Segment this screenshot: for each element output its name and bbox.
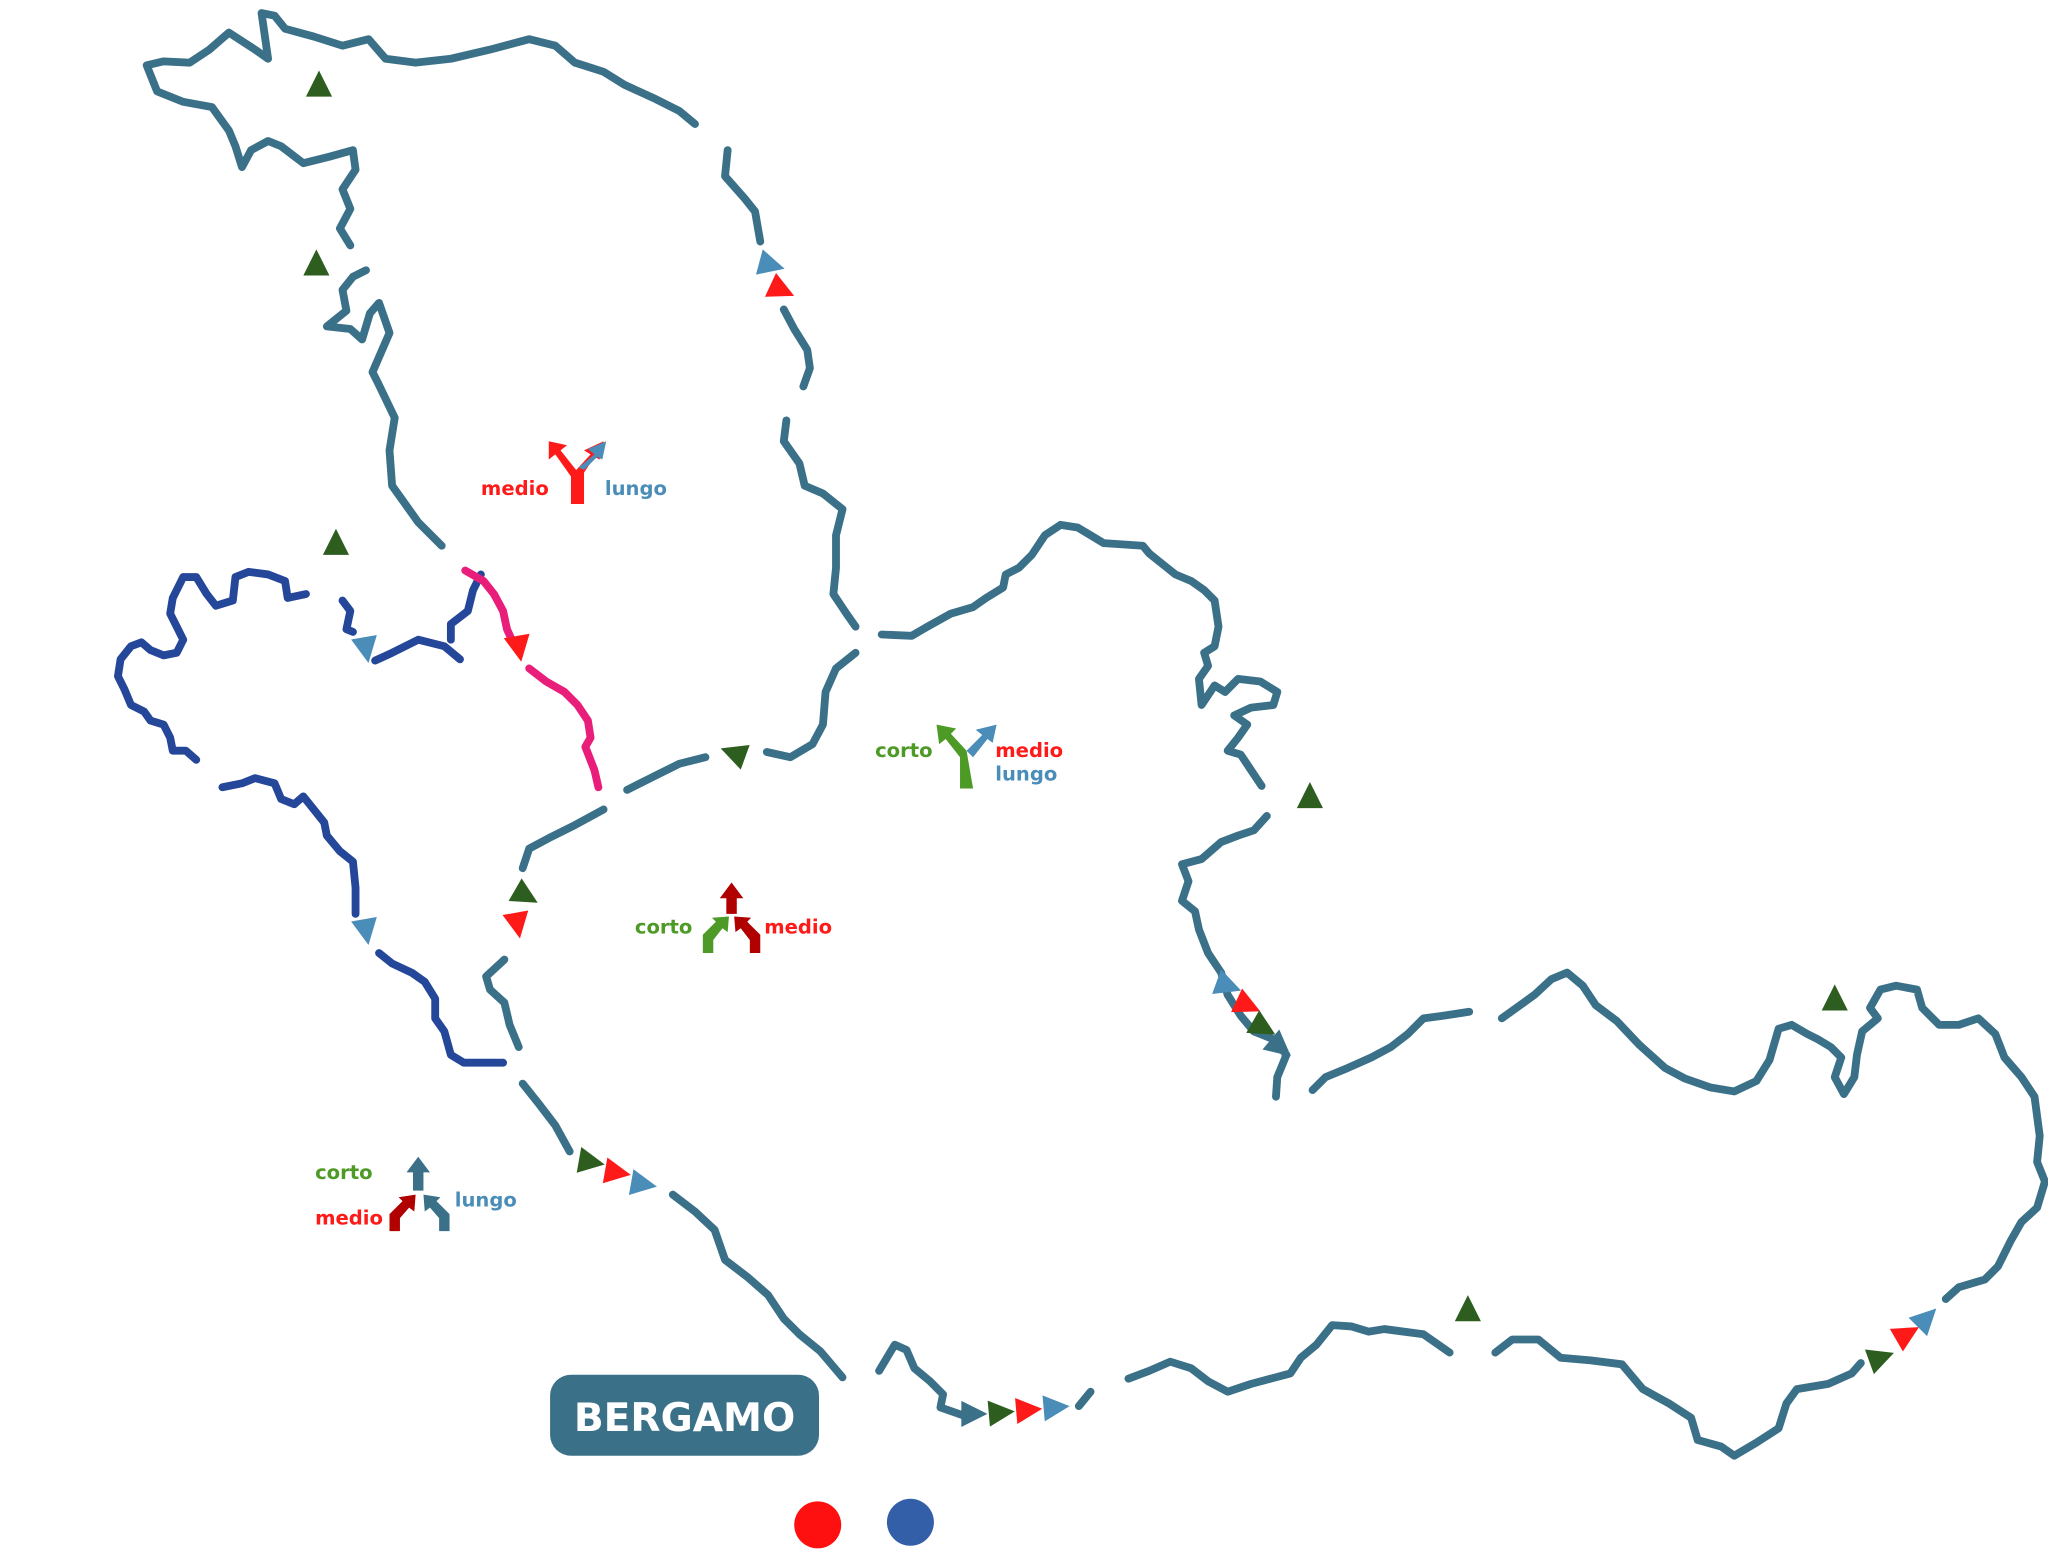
route-segment	[518, 805, 608, 873]
route-segment	[338, 596, 357, 636]
arrow-medio-icon	[1015, 1398, 1043, 1425]
arrow-corto-icon	[1246, 1010, 1276, 1035]
arrow-corto-icon	[1864, 1349, 1894, 1375]
arrow-medio-icon	[765, 273, 795, 297]
fork-icon	[936, 724, 974, 789]
route-segment	[114, 567, 310, 764]
city-badge-bergamo[interactable]: BERGAMO	[550, 1374, 820, 1456]
peak-icon	[1454, 1295, 1481, 1322]
route-segment	[1074, 1387, 1095, 1410]
blue-dot-marker[interactable]	[886, 1498, 934, 1546]
label-medio: medio	[315, 1207, 383, 1230]
route-segment	[482, 955, 523, 1051]
route-segment	[461, 566, 518, 648]
label-lungo: lungo	[455, 1188, 517, 1211]
route-segment	[1497, 968, 2048, 1303]
arrow-lungo-icon	[1042, 1395, 1070, 1422]
pink-variant-route	[461, 566, 603, 792]
city-badge-bg	[550, 1374, 820, 1456]
direction-markers	[303, 70, 1937, 1427]
fork-branch-lungo	[578, 441, 607, 470]
merge-arrow-medio	[389, 1194, 416, 1232]
route-segment	[779, 416, 860, 631]
route-segment	[446, 570, 485, 644]
label-corto: corto	[875, 739, 933, 762]
route-segment	[371, 635, 464, 665]
peak-icon	[305, 70, 333, 97]
route-segment	[1124, 1321, 1454, 1396]
label-lungo: lungo	[995, 763, 1057, 786]
arrow-corto-icon	[987, 1400, 1015, 1427]
arrow-corto-icon	[720, 745, 750, 770]
blue-variant-route	[114, 567, 508, 1067]
label-medio: medio	[481, 477, 549, 500]
route-segment	[525, 664, 603, 792]
route-segment	[623, 753, 710, 794]
route-segment	[375, 949, 508, 1067]
route-segment	[762, 648, 860, 762]
arrow-corto-icon	[576, 1147, 605, 1173]
arrow-lungo-icon	[1212, 969, 1242, 994]
city-name: BERGAMO	[574, 1396, 795, 1441]
label-corto: corto	[315, 1161, 373, 1184]
peak-icon	[1821, 984, 1848, 1011]
peak-icon	[1296, 782, 1323, 809]
route-segment	[875, 1340, 971, 1421]
junction-legend: corto medio	[635, 882, 832, 954]
junction-legend: corto medio lungo	[315, 1156, 517, 1232]
merge-arrow-up	[719, 882, 744, 914]
arrow-medio-icon	[602, 1157, 631, 1184]
arrow-route-icon	[1262, 1029, 1291, 1057]
arrow-lungo-icon	[351, 917, 377, 946]
merge-arrow-corto	[702, 916, 729, 954]
route-segment	[1491, 1335, 1865, 1460]
route-segment	[1308, 1007, 1474, 1095]
arrow-lungo-icon	[628, 1169, 657, 1195]
fork-icon	[548, 441, 604, 504]
merge-arrow-lungo	[423, 1194, 450, 1232]
arrow-medio-icon	[503, 633, 530, 662]
arrow-medio-icon	[502, 910, 529, 939]
junction-legend: medio lungo	[481, 441, 667, 504]
route-segment	[721, 146, 765, 246]
label-corto: corto	[635, 915, 693, 938]
label-medio: medio	[995, 739, 1063, 762]
arrow-medio-icon	[1231, 988, 1261, 1013]
route-segment	[142, 9, 699, 250]
route-segment	[779, 305, 814, 391]
route-segment	[518, 1079, 574, 1156]
merge-arrow-up	[406, 1156, 430, 1191]
arrow-lungo-icon	[755, 249, 785, 275]
peak-icon	[322, 528, 350, 555]
route-segment	[322, 266, 446, 550]
main-route	[142, 9, 2048, 1460]
route-segment	[668, 1190, 847, 1382]
arrow-corto-icon	[508, 878, 538, 903]
label-medio: medio	[764, 915, 832, 938]
red-dot-marker[interactable]	[794, 1501, 842, 1549]
route-segment	[1178, 812, 1291, 1101]
route-segment	[218, 774, 360, 918]
peak-icon	[303, 249, 330, 276]
arrow-medio-icon	[1889, 1327, 1919, 1352]
arrow-lungo-icon	[351, 635, 377, 664]
arrow-route-icon	[961, 1400, 988, 1427]
merge-arrow-medio	[734, 916, 761, 954]
junction-legend: corto medio lungo	[875, 724, 1063, 789]
route-segment	[877, 520, 1282, 790]
fork-branch-lungo	[966, 724, 997, 758]
label-lungo: lungo	[605, 477, 667, 500]
